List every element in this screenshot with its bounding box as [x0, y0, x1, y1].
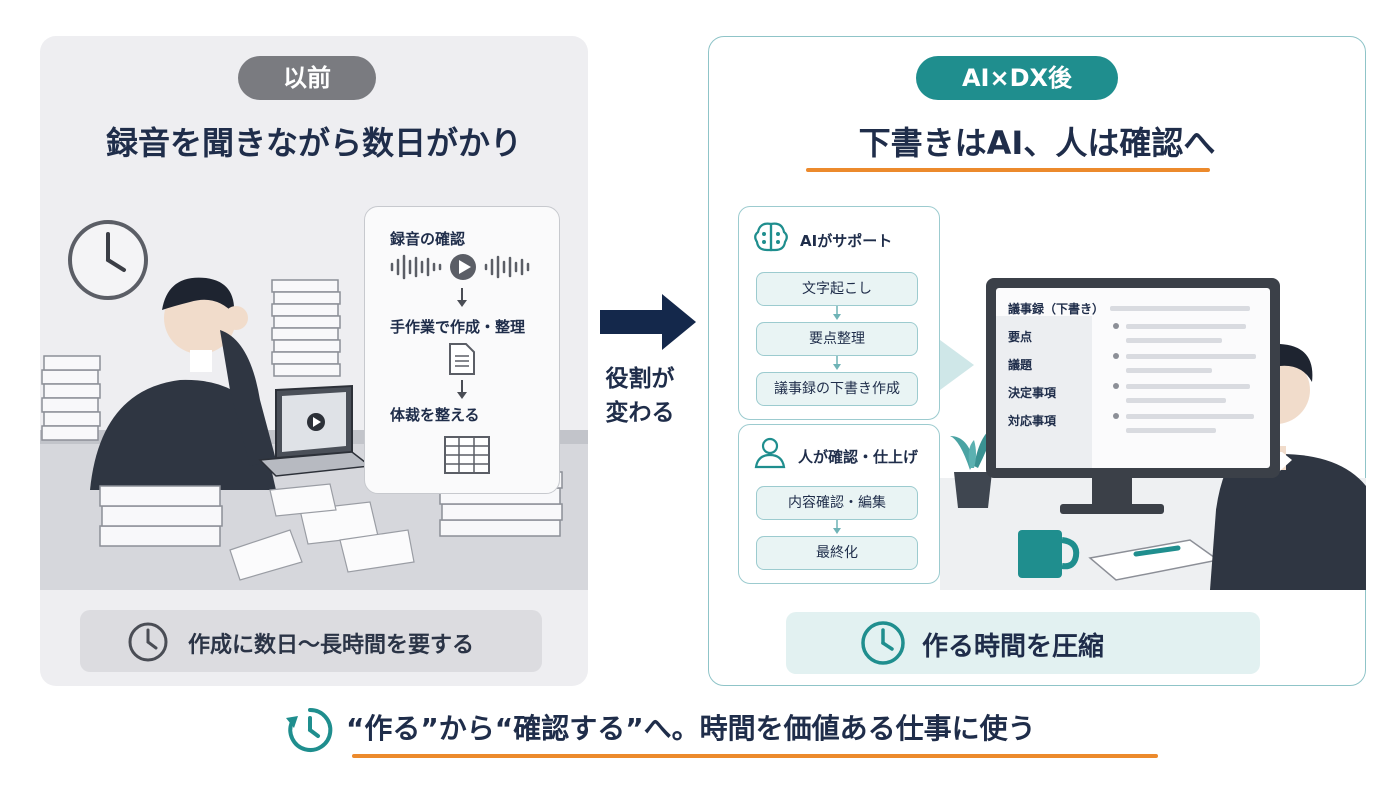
audio-waveform-icon [390, 254, 530, 280]
clock-icon [861, 621, 905, 665]
role-change-line1: 役割が [605, 366, 675, 392]
process-step-recording: 録音の確認 [390, 230, 466, 248]
minutes-item-actions: 対応事項 [1008, 414, 1057, 428]
after-banner [786, 612, 1260, 674]
right-arrow-icon [600, 294, 696, 350]
human-step-finalize: 最終化 [756, 536, 918, 570]
after-headline: 下書きはAI、人は確認へ [858, 124, 1216, 162]
minutes-item-decisions: 決定事項 [1008, 386, 1057, 400]
time-refresh-icon [286, 707, 333, 752]
wall-clock-icon [68, 220, 148, 300]
human-review-title: 人が確認・仕上げ [798, 448, 919, 466]
minutes-item-agenda: 議題 [1008, 358, 1033, 372]
minutes-doc-title: 議事録（下書き） [1008, 302, 1105, 316]
role-change-line2: 変わる [605, 400, 675, 426]
after-banner-text: 作る時間を圧縮 [922, 632, 1105, 662]
flow-chevron-icon [940, 340, 974, 390]
ai-step-transcription: 文字起こし [756, 272, 918, 306]
footer-underline [352, 754, 1158, 758]
arrow-down-icon [833, 306, 841, 320]
before-headline: 録音を聞きながら数日がかり [105, 124, 522, 162]
monitor-sidebar [996, 316, 1092, 468]
ai-step-draft: 議事録の下書き作成 [756, 372, 918, 406]
process-step-format: 体裁を整える [390, 406, 480, 424]
before-banner [80, 610, 542, 672]
footer-message: “作る”から“確認する”へ。時間を価値ある仕事に使う [346, 712, 1036, 745]
spreadsheet-icon [444, 436, 490, 474]
clock-icon [128, 622, 168, 662]
arrow-down-icon [833, 356, 841, 370]
arrow-down-icon [833, 520, 841, 534]
person-icon [754, 437, 786, 469]
ai-support-title: AIがサポート [800, 232, 893, 250]
arrow-down-icon [457, 288, 467, 307]
ai-step-summary: 要点整理 [756, 322, 918, 356]
ai-office-illustration [940, 344, 1366, 590]
role-change-label: 役割が 変わる [600, 362, 680, 430]
arrow-down-icon [457, 380, 467, 399]
before-banner-text: 作成に数日〜長時間を要する [188, 633, 475, 658]
minutes-placeholder-lines [1110, 306, 1256, 433]
after-badge: AI×DX後 [916, 56, 1118, 100]
minutes-item-points: 要点 [1008, 330, 1033, 344]
document-icon [449, 343, 475, 375]
headline-underline [806, 168, 1210, 172]
brain-icon [754, 222, 788, 252]
before-badge: 以前 [238, 56, 376, 100]
human-step-review: 内容確認・編集 [756, 486, 918, 520]
laptop-icon [258, 384, 372, 477]
process-step-manual: 手作業で作成・整理 [390, 318, 526, 336]
